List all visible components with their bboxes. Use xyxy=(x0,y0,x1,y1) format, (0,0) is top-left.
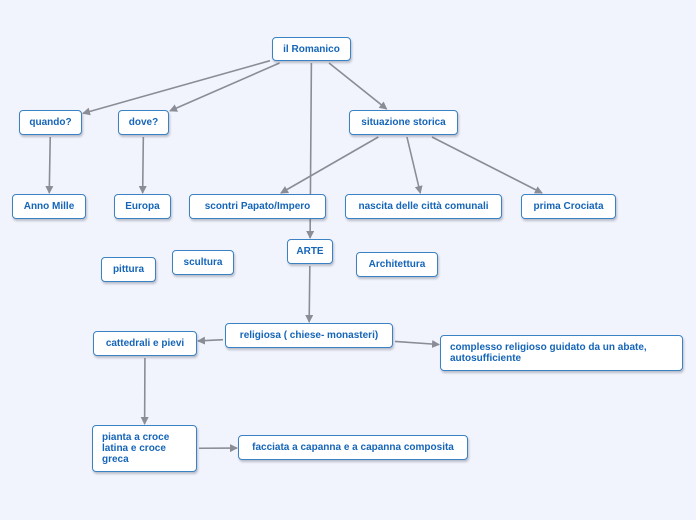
node-arte[interactable]: ARTE xyxy=(287,239,333,264)
node-complesso-religioso[interactable]: complesso religioso guidato da un abate,… xyxy=(440,335,683,371)
node-prima-crociata[interactable]: prima Crociata xyxy=(521,194,616,219)
node-pittura[interactable]: pittura xyxy=(101,257,156,282)
connector-situazione-to-scontri xyxy=(280,136,379,194)
node-scontri-papato-impero[interactable]: scontri Papato/Impero xyxy=(189,194,326,219)
connector-situazione-to-citta xyxy=(406,136,423,194)
connector-religiosa-to-complesso xyxy=(394,340,440,349)
node-il-romanico[interactable]: il Romanico xyxy=(272,37,351,61)
node-scultura[interactable]: scultura xyxy=(172,250,234,275)
connector-dove-to-europa xyxy=(138,136,147,194)
connector-romanico-to-dove xyxy=(169,62,280,112)
node-facciata-a-capanna[interactable]: facciata a capanna e a capanna composita xyxy=(238,435,468,460)
node-quando[interactable]: quando? xyxy=(19,110,82,135)
connector-religiosa-to-cattedrali xyxy=(197,336,224,345)
connector-romanico-to-situazione xyxy=(328,62,388,110)
connector-situazione-to-crociata xyxy=(431,136,543,194)
node-religiosa[interactable]: religiosa ( chiese- monasteri) xyxy=(225,323,393,348)
connector-quando-to-anno_mille xyxy=(45,136,54,194)
node-dove[interactable]: dove? xyxy=(118,110,169,135)
connector-arte-to-religiosa xyxy=(305,265,314,323)
node-situazione-storica[interactable]: situazione storica xyxy=(349,110,458,135)
connector-romanico-to-quando xyxy=(82,59,271,116)
node-anno-mille[interactable]: Anno Mille xyxy=(12,194,86,219)
node-cattedrali-e-pievi[interactable]: cattedrali e pievi xyxy=(93,331,197,356)
node-pianta-a-croce[interactable]: pianta a croce latina e croce greca xyxy=(92,425,197,472)
node-nascita-citta-comunali[interactable]: nascita delle città comunali xyxy=(345,194,502,219)
node-architettura[interactable]: Architettura xyxy=(356,252,438,277)
node-europa[interactable]: Europa xyxy=(114,194,171,219)
